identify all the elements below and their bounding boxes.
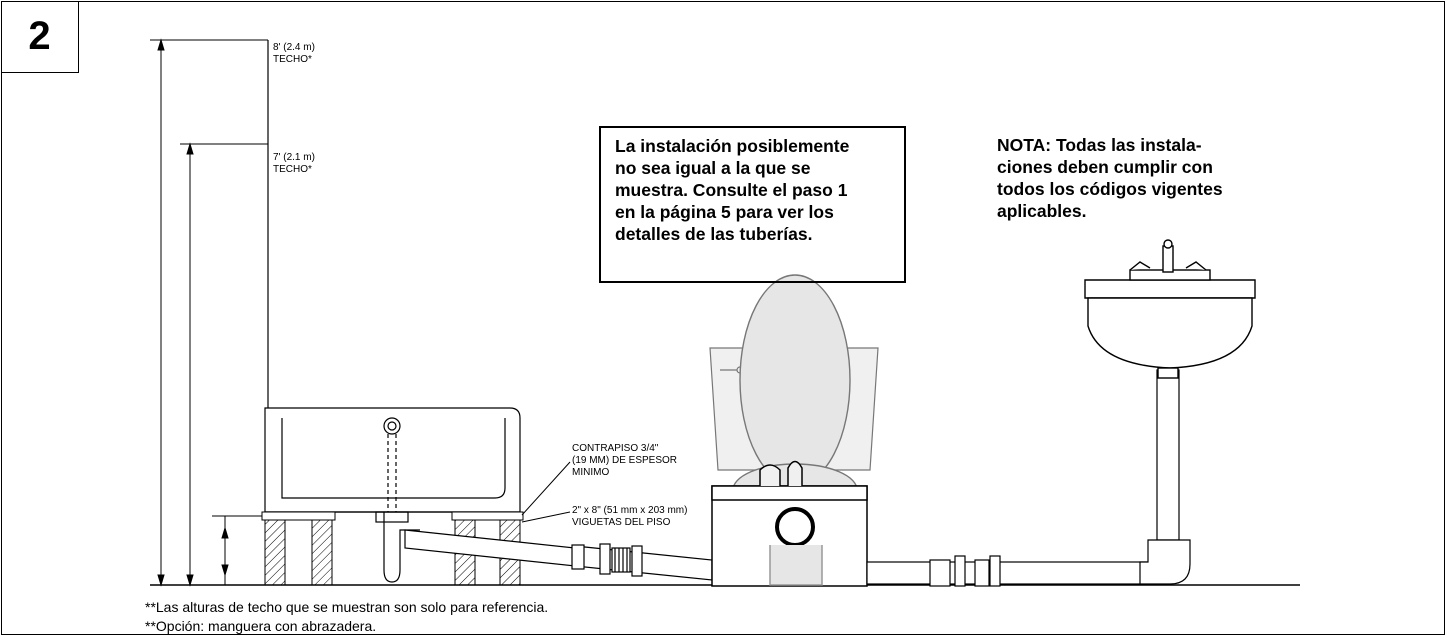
coupling-left	[571, 543, 643, 577]
code-compliance-note: NOTA: Todas las instala- ciones deben cu…	[997, 135, 1223, 221]
dimension-8ft	[150, 38, 268, 587]
joists-label: 2" x 8" (51 mm x 203 mm) VIGUETAS DEL PI…	[572, 505, 688, 528]
footnote-hose: **Opción: manguera con abrazadera.	[145, 618, 377, 634]
ceiling-7ft-label: 7' (2.1 m) TECHO*	[273, 152, 315, 175]
step-number: 2	[1, 1, 79, 73]
ceiling-8ft-label: 8' (2.4 m) TECHO*	[273, 42, 315, 65]
dimension-7ft	[180, 142, 268, 587]
pump-unit	[711, 460, 868, 587]
subfloor-label: CONTRAPISO 3/4" (19 MM) DE ESPESOR MINIM…	[572, 443, 678, 478]
footnote-ceiling: **Las alturas de techo que se muestran s…	[145, 599, 549, 615]
sink	[1084, 239, 1256, 379]
tub-trap	[375, 511, 420, 583]
installation-note-box: La instalación posiblemente no sea igual…	[599, 126, 906, 283]
coupling-right	[929, 555, 1001, 587]
dimension-tub-height	[212, 515, 262, 585]
